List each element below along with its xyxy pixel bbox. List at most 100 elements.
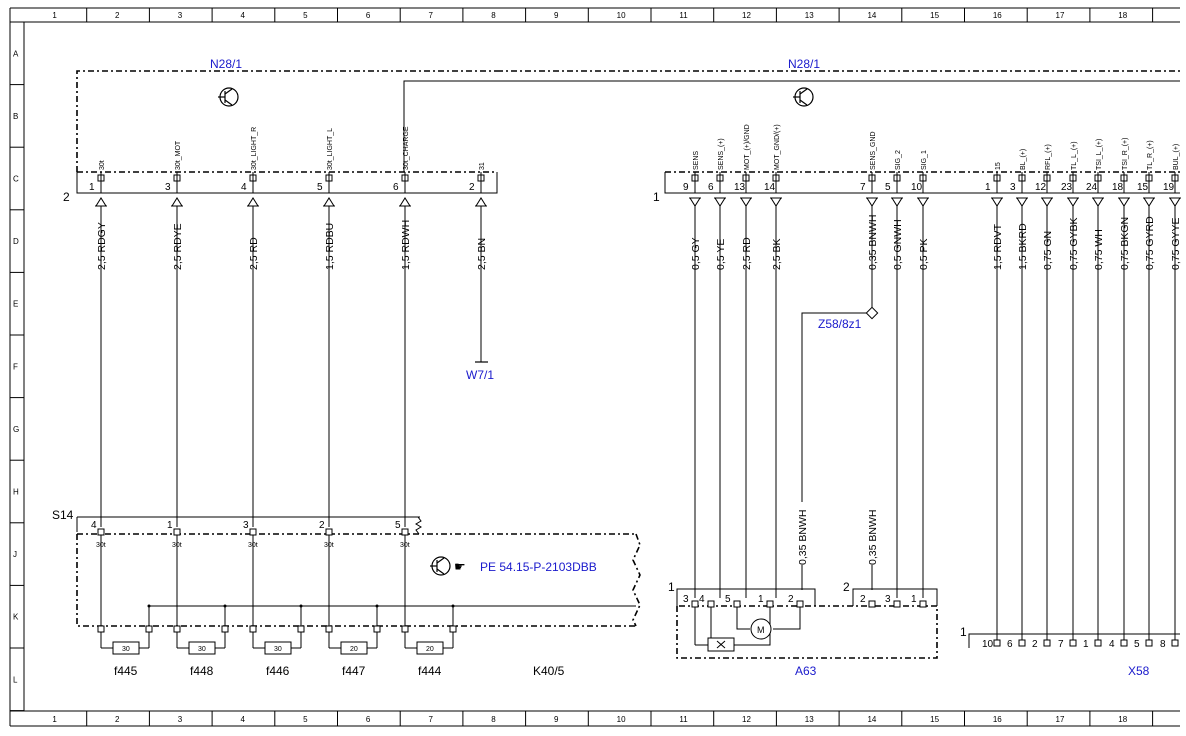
grid-row-label: D [13, 237, 19, 246]
wire-label: 2,5 BK [771, 238, 783, 270]
pin-number: 14 [764, 182, 776, 193]
pin-name: SIG_2 [895, 150, 902, 170]
grid-row-label: F [13, 362, 18, 371]
s14-label: S14 [52, 508, 74, 522]
x58-pin-number: 6 [1007, 639, 1013, 650]
ground-transistor-icon [430, 556, 451, 576]
fuse-value: 20 [426, 646, 434, 653]
motor-icon [750, 618, 772, 640]
grid-col-label: 15 [930, 11, 939, 20]
switch-pin-number: 1 [167, 520, 173, 531]
pin-name: TSI_L_(+) [1096, 139, 1103, 170]
grid-col-label: 13 [805, 715, 814, 724]
fuse-value: 30 [198, 646, 206, 653]
grid-col-label: 17 [1056, 11, 1065, 20]
pin-name: 31 [479, 162, 486, 170]
wire-label: 0,75 BKGN [1119, 217, 1131, 270]
grid-col-label: 1 [52, 715, 57, 724]
pin-number: 1 [985, 182, 991, 193]
a63-pin-number: 2 [860, 594, 866, 605]
w7-label: W7/1 [466, 368, 494, 382]
grid-col-label: 13 [805, 11, 814, 20]
pin-name: 30t_LIGHT_R [251, 127, 258, 170]
grid-col-label: 18 [1118, 715, 1127, 724]
a63-pin-number: 1 [758, 594, 764, 605]
x58-pin-number: 8 [1160, 639, 1166, 650]
grid-col-label: 10 [617, 715, 626, 724]
grid-row-label: C [13, 175, 19, 184]
grid-col-label: 14 [867, 715, 876, 724]
connector-pin: BL_(+) 3 1,5 BKRD [1010, 149, 1029, 640]
pe-reference[interactable]: ☛ PE 54.15-P-2103DBB [430, 556, 597, 576]
ground-transistor-icon [793, 87, 814, 107]
pin-number: 1 [89, 182, 95, 193]
x58-connector-number: 1 [960, 625, 967, 639]
pin-number: 10 [911, 182, 923, 193]
grid-col-label: 17 [1056, 715, 1065, 724]
fuse-name: f447 [342, 664, 366, 678]
connector-pin: 31 2 2,5 BN [469, 162, 488, 362]
motor-label: M [757, 625, 765, 635]
pin-number: 2 [469, 182, 475, 193]
pin-number: 5 [885, 182, 891, 193]
grid-row-label: E [13, 300, 18, 309]
wire-label: 1,5 BKRD [1017, 223, 1029, 270]
x58-pin-number: 4 [1109, 639, 1115, 650]
wire-label: 0,35 BNWH [867, 215, 879, 270]
connector-pin: 30t_LIGHT_L51,5 RDBU [317, 128, 336, 527]
pin-name: MOT_(+)/GND [744, 124, 751, 170]
pin-number: 6 [708, 182, 714, 193]
grid-col-label: 6 [366, 11, 371, 20]
pin-number: 3 [1010, 182, 1016, 193]
connector-pin: TSI_R_(+)180,75 BKGN [1112, 138, 1131, 640]
grid-col-label: 18 [1118, 11, 1127, 20]
grid-col-label: 14 [867, 11, 876, 20]
grid-col-label: 2 [115, 715, 120, 724]
pin-name: SENS_GND [870, 131, 877, 170]
connector-pin: 30t_LIGHT_R42,5 RD [241, 127, 260, 527]
grid-col-label: 5 [303, 715, 308, 724]
grid-col-label: 11 [679, 715, 688, 724]
pin-name: SENS_(+) [718, 138, 725, 170]
fuse-name: f444 [418, 664, 442, 678]
connector-pin: TL_R_(+)150,75 GYRD [1137, 140, 1156, 640]
grid-col-label: 9 [554, 715, 559, 724]
fuse-name: f448 [190, 664, 214, 678]
pin-number: 15 [1137, 182, 1149, 193]
pin-name: BL_(+) [1020, 149, 1027, 170]
wire-label: 0,75 GN [1042, 231, 1054, 270]
x58-pin-number: 10 [982, 639, 994, 650]
pin-name: 15 [995, 162, 1002, 170]
wire-label: 1,5 RDBU [324, 223, 336, 270]
pin-number: 4 [241, 182, 247, 193]
n28-left-label: N28/1 [210, 57, 242, 71]
pin-number: 12 [1035, 182, 1047, 193]
wire-label: 0,75 GYBK [1068, 217, 1080, 270]
wire-label: 0,5 YE [715, 239, 727, 270]
pin-name: RFL_(+) [1045, 144, 1052, 170]
grid-col-label: 4 [240, 715, 245, 724]
pointing-hand-icon: ☛ [454, 559, 466, 574]
pe-link-label[interactable]: PE 54.15-P-2103DBB [480, 560, 597, 574]
grid-col-label: 2 [115, 11, 120, 20]
a63-label: A63 [795, 664, 817, 678]
connector-number-right: 1 [653, 190, 660, 204]
connector-pin: TSI_L_(+)240,75 WH [1086, 139, 1105, 640]
wire-label: 0,5 PK [918, 238, 930, 270]
pin-number: 18 [1112, 182, 1124, 193]
connector-pin: RFL_(+) 12 0,75 GN [1035, 144, 1054, 640]
wire-label: 2,5 BN [476, 238, 488, 270]
grid-row-label: H [13, 488, 19, 497]
fuse-value: 30 [122, 646, 130, 653]
a63-pin-number: 4 [699, 594, 705, 605]
connector-pin: BUL_(+)190,75 GYYE [1163, 144, 1182, 640]
grid-row-label: A [13, 49, 19, 58]
n28-right-label: N28/1 [788, 57, 820, 71]
connector-number-left: 2 [63, 190, 70, 204]
pin-number: 19 [1163, 182, 1175, 193]
fuse-value: 30 [274, 646, 282, 653]
grid-col-label: 15 [930, 715, 939, 724]
